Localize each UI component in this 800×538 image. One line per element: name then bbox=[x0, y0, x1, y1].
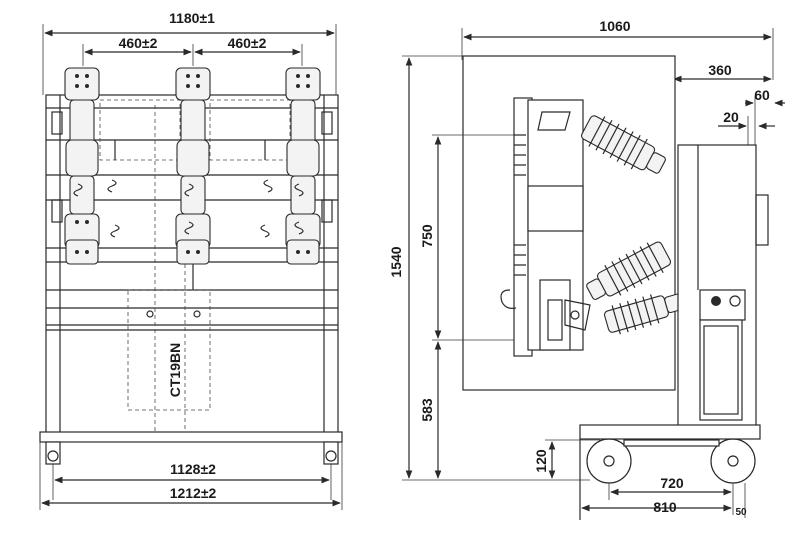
middle-insulator bbox=[586, 241, 672, 300]
dim-side-wheel-span-720: 720 bbox=[660, 475, 684, 491]
dim-front-wheel-span-outer: 1212±2 bbox=[170, 485, 217, 501]
upper-insulator bbox=[581, 115, 666, 174]
dim-front-wheel-span-inner: 1128±2 bbox=[170, 461, 216, 477]
dim-side-small-50: 50 bbox=[735, 507, 747, 518]
breaker-body bbox=[500, 97, 591, 357]
pole-right bbox=[285, 67, 321, 265]
side-view: 1060 360 60 20 1540 750 583 bbox=[388, 18, 785, 520]
dim-side-small-20: 20 bbox=[723, 109, 739, 125]
dim-side-wheel-span-810: 810 bbox=[653, 499, 677, 515]
pole-middle bbox=[175, 67, 211, 290]
dim-side-overall-depth: 1060 bbox=[599, 18, 630, 34]
front-view: 1180±1 460±2 460±2 bbox=[39, 10, 343, 510]
dim-side-contact-offset: 360 bbox=[708, 62, 732, 78]
dim-side-total-height: 1540 bbox=[388, 246, 404, 277]
dim-side-contact-spacing: 750 bbox=[419, 224, 435, 248]
dim-side-small-60: 60 bbox=[754, 87, 770, 103]
dim-front-overall-width: 1180±1 bbox=[169, 10, 215, 26]
mechanism-model-label: CT19BN bbox=[167, 343, 183, 397]
dim-side-lower-height: 583 bbox=[419, 398, 435, 422]
dim-front-pole-spacing-right: 460±2 bbox=[228, 35, 267, 51]
dim-side-wheel-height: 120 bbox=[533, 449, 549, 473]
mechanism-box bbox=[127, 289, 211, 411]
pole-left bbox=[64, 67, 100, 265]
dim-front-pole-spacing-left: 460±2 bbox=[119, 35, 158, 51]
